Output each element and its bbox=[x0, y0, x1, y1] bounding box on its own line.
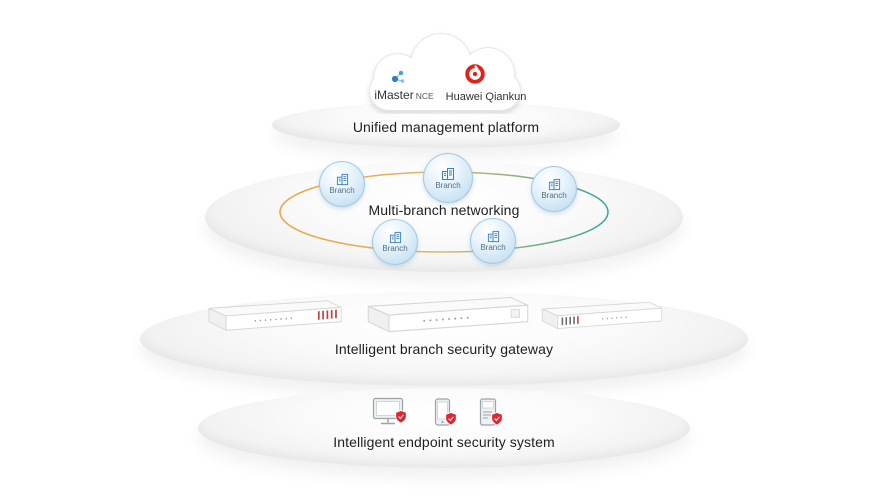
unified-platform-label: Unified management platform bbox=[352, 119, 540, 135]
imaster-product: NCE bbox=[415, 91, 434, 101]
gateway-device bbox=[208, 300, 342, 331]
building-icon bbox=[389, 231, 401, 244]
branch-node: Branch bbox=[470, 218, 516, 264]
building-icon bbox=[442, 167, 454, 180]
imaster-nce-logo-icon bbox=[391, 70, 405, 83]
branch-node: Branch bbox=[423, 153, 473, 203]
qiankun-name: Huawei Qiankun bbox=[445, 91, 527, 103]
building-icon bbox=[336, 173, 348, 186]
branch-node-label: Branch bbox=[541, 191, 567, 200]
branch-node: Branch bbox=[372, 219, 418, 265]
branch-node-label: Branch bbox=[480, 243, 506, 252]
branch-node-label: Branch bbox=[382, 244, 408, 253]
imaster-name: iMaster bbox=[374, 88, 414, 102]
branch-node: Branch bbox=[319, 161, 365, 207]
security-shield-icon bbox=[445, 412, 457, 426]
qiankun-label: Huawei Qiankun bbox=[438, 87, 534, 105]
building-icon bbox=[487, 230, 499, 243]
branch-node-label: Branch bbox=[329, 186, 355, 195]
cloud-shape bbox=[369, 33, 521, 111]
gateway-device bbox=[541, 301, 663, 330]
gateway-label: Intelligent branch security gateway bbox=[334, 341, 554, 357]
security-shield-icon bbox=[491, 412, 503, 426]
gateway-device bbox=[367, 296, 529, 333]
endpoint-label: Intelligent endpoint security system bbox=[333, 434, 555, 450]
multi-branch-label: Multi-branch networking bbox=[368, 202, 520, 218]
building-icon bbox=[548, 178, 560, 191]
branch-node: Branch bbox=[531, 166, 577, 212]
security-shield-icon bbox=[395, 410, 407, 424]
branch-node-label: Branch bbox=[435, 180, 461, 190]
huawei-qiankun-logo-icon bbox=[465, 64, 485, 84]
